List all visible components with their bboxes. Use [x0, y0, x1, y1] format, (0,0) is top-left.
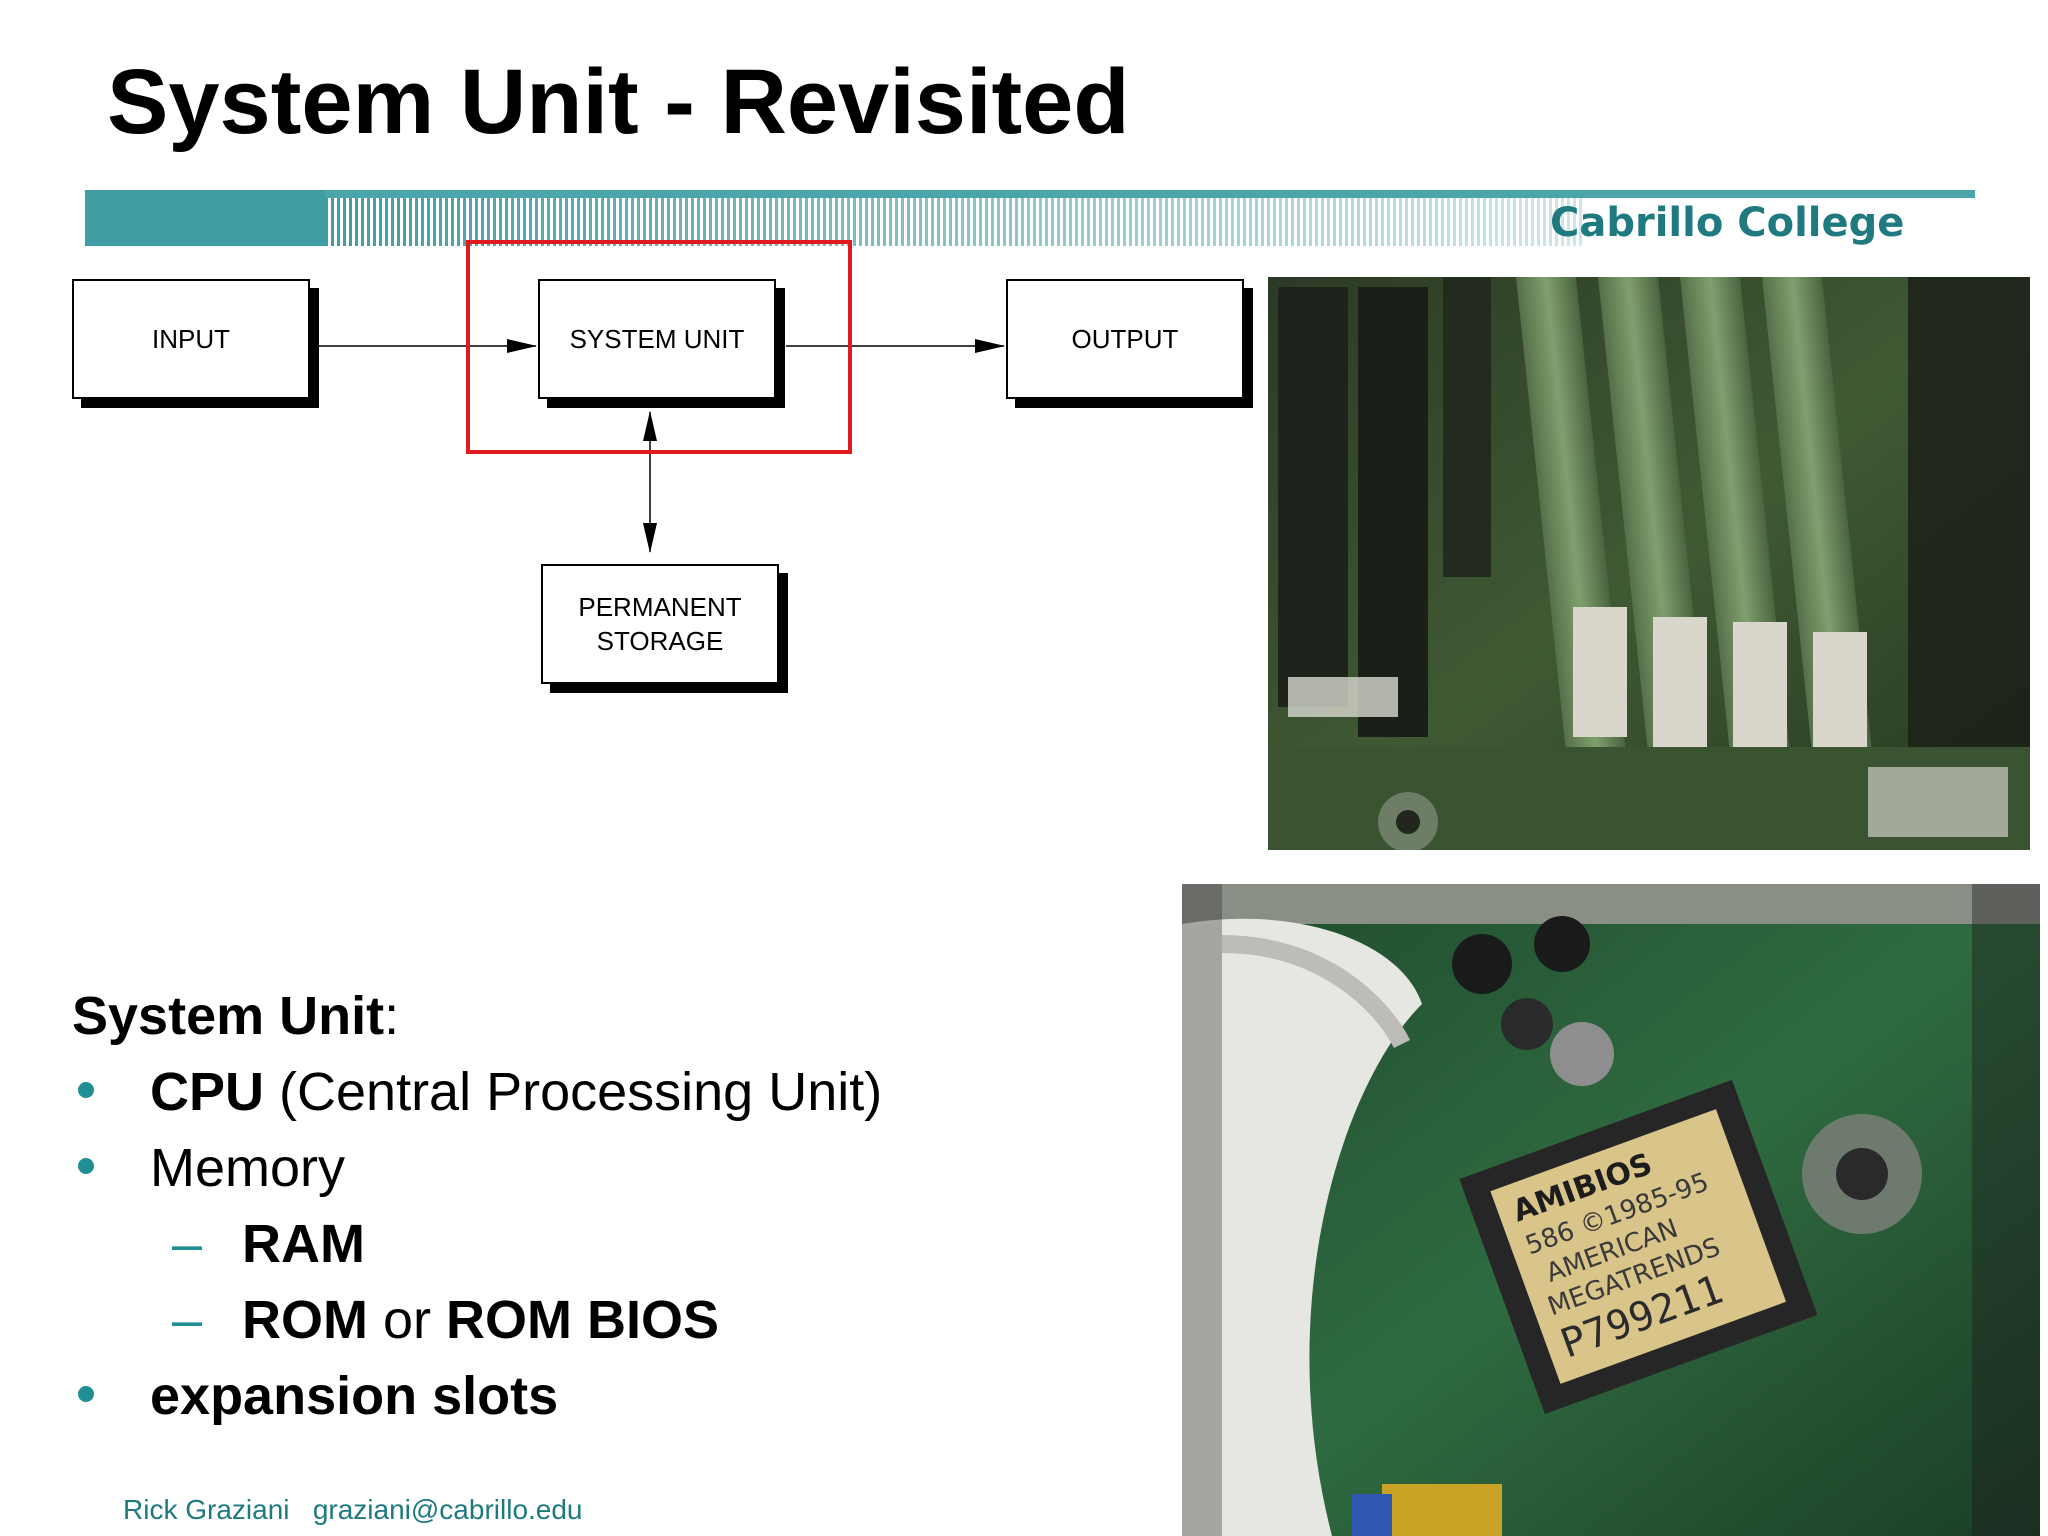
dash-icon: – [172, 1214, 203, 1274]
bullet-dot-icon [78, 1158, 94, 1174]
bullet-memory: Memory [72, 1130, 1132, 1206]
bullet-dot-icon [78, 1386, 94, 1402]
footer-name: Rick Graziani [123, 1494, 290, 1525]
system-unit-highlight [466, 240, 852, 454]
system-unit-label: SYSTEM UNIT [569, 324, 745, 354]
bullet-list: System Unit: CPU (Central Processing Uni… [72, 978, 1132, 1434]
header-banner [85, 190, 1975, 246]
input-box: INPUT [72, 279, 310, 399]
dash-icon: – [172, 1290, 203, 1350]
bullet-dot-icon [78, 1082, 94, 1098]
slide-title: System Unit - Revisited [107, 51, 1130, 153]
storage-label: PERMANENT STORAGE [578, 592, 742, 656]
bullet-heading: System Unit: [72, 986, 400, 1046]
permanent-storage-box: PERMANENT STORAGE [541, 564, 779, 684]
input-label: INPUT [152, 324, 230, 354]
footer-email[interactable]: graziani@cabrillo.edu [312, 1494, 583, 1525]
footer-credit: Rick Graziani graziani@cabrillo.edu [123, 1494, 583, 1526]
college-logo-text: Cabrillo College [1550, 200, 1905, 246]
bullet-expansion: expansion slots [72, 1358, 1132, 1434]
flow-diagram [318, 339, 1005, 553]
output-box: OUTPUT [1006, 279, 1244, 399]
bios-chip-photo: AMIBIOS 586 ©1985-95 AMERICAN MEGATRENDS… [1182, 884, 2040, 1536]
sub-bullet-rom: – ROM or ROM BIOS [72, 1282, 1132, 1358]
sub-bullet-ram: – RAM [72, 1206, 1132, 1282]
ram-modules-photo [1268, 277, 2030, 850]
bullet-cpu: CPU (Central Processing Unit) [72, 1054, 1132, 1130]
output-label: OUTPUT [1071, 324, 1179, 354]
system-unit-box: SYSTEM UNIT [538, 279, 776, 399]
